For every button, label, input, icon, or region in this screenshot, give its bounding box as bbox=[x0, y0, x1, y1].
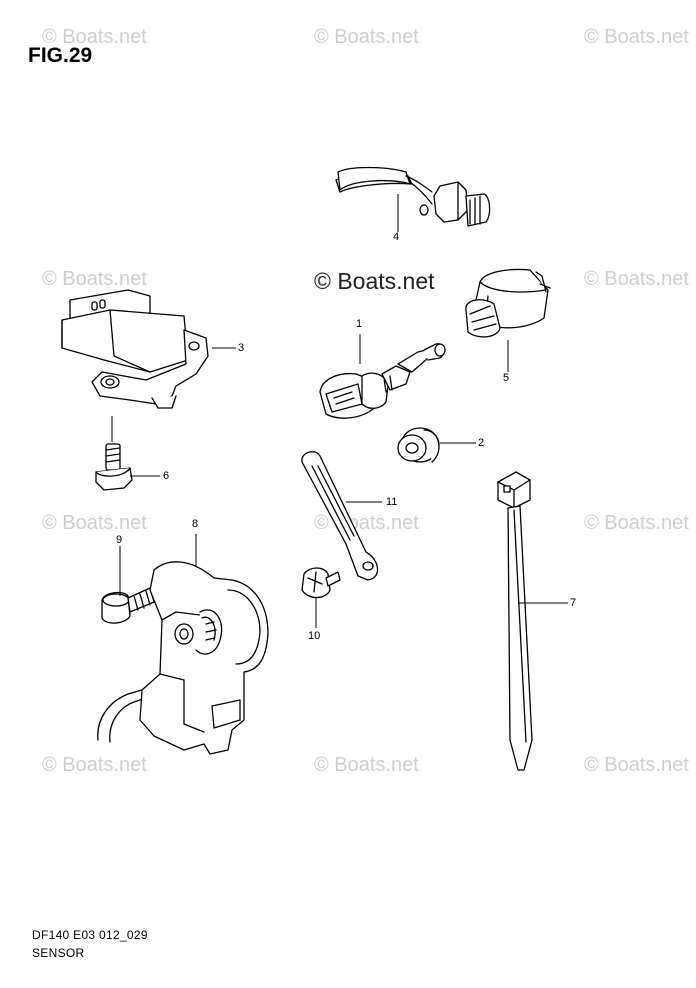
part-11-strap[interactable] bbox=[301, 451, 379, 581]
watermark: © Boats.net bbox=[314, 26, 419, 48]
callout-6: 6 bbox=[163, 470, 170, 482]
watermark: © Boats.net bbox=[42, 512, 147, 534]
callout-8: 8 bbox=[192, 518, 199, 530]
watermark: © Boats.net bbox=[584, 26, 689, 48]
callout-5: 5 bbox=[503, 372, 510, 384]
watermark: © Boats.net bbox=[584, 512, 689, 534]
callout-4: 4 bbox=[393, 231, 400, 243]
part-8-throttle-sensor[interactable] bbox=[97, 561, 269, 755]
watermark: © Boats.net bbox=[42, 754, 147, 776]
watermark-main: © Boats.net bbox=[314, 268, 435, 294]
figure-title: FIG.29 bbox=[28, 44, 93, 67]
watermark: © Boats.net bbox=[42, 26, 147, 48]
part-3-map-sensor[interactable] bbox=[61, 289, 209, 409]
watermark: © Boats.net bbox=[584, 754, 689, 776]
callout-2: 2 bbox=[478, 437, 485, 449]
diagram-name: SENSOR bbox=[32, 946, 85, 960]
part-9-bolt[interactable] bbox=[101, 587, 155, 624]
callout-10: 10 bbox=[308, 630, 321, 642]
part-4-temperature-switch[interactable] bbox=[335, 166, 491, 227]
callout-9: 9 bbox=[116, 534, 123, 546]
callout-3: 3 bbox=[238, 342, 245, 354]
leader-lines bbox=[111, 194, 568, 628]
part-10-screw[interactable] bbox=[301, 567, 341, 599]
callout-1: 1 bbox=[356, 318, 363, 330]
watermark: © Boats.net bbox=[314, 754, 419, 776]
watermark: © Boats.net bbox=[42, 268, 147, 290]
part-6-bolt[interactable] bbox=[95, 443, 133, 491]
part-2-grommet[interactable] bbox=[397, 427, 440, 463]
diagram-code: DF140 E03 012_029 bbox=[32, 928, 148, 942]
watermark: © Boats.net bbox=[584, 268, 689, 290]
part-7-cable-tie[interactable] bbox=[497, 471, 533, 771]
callout-7: 7 bbox=[570, 597, 577, 609]
part-5-knock-sensor[interactable] bbox=[465, 268, 551, 338]
callout-11: 11 bbox=[386, 496, 398, 508]
part-1-sensor[interactable] bbox=[319, 343, 446, 419]
